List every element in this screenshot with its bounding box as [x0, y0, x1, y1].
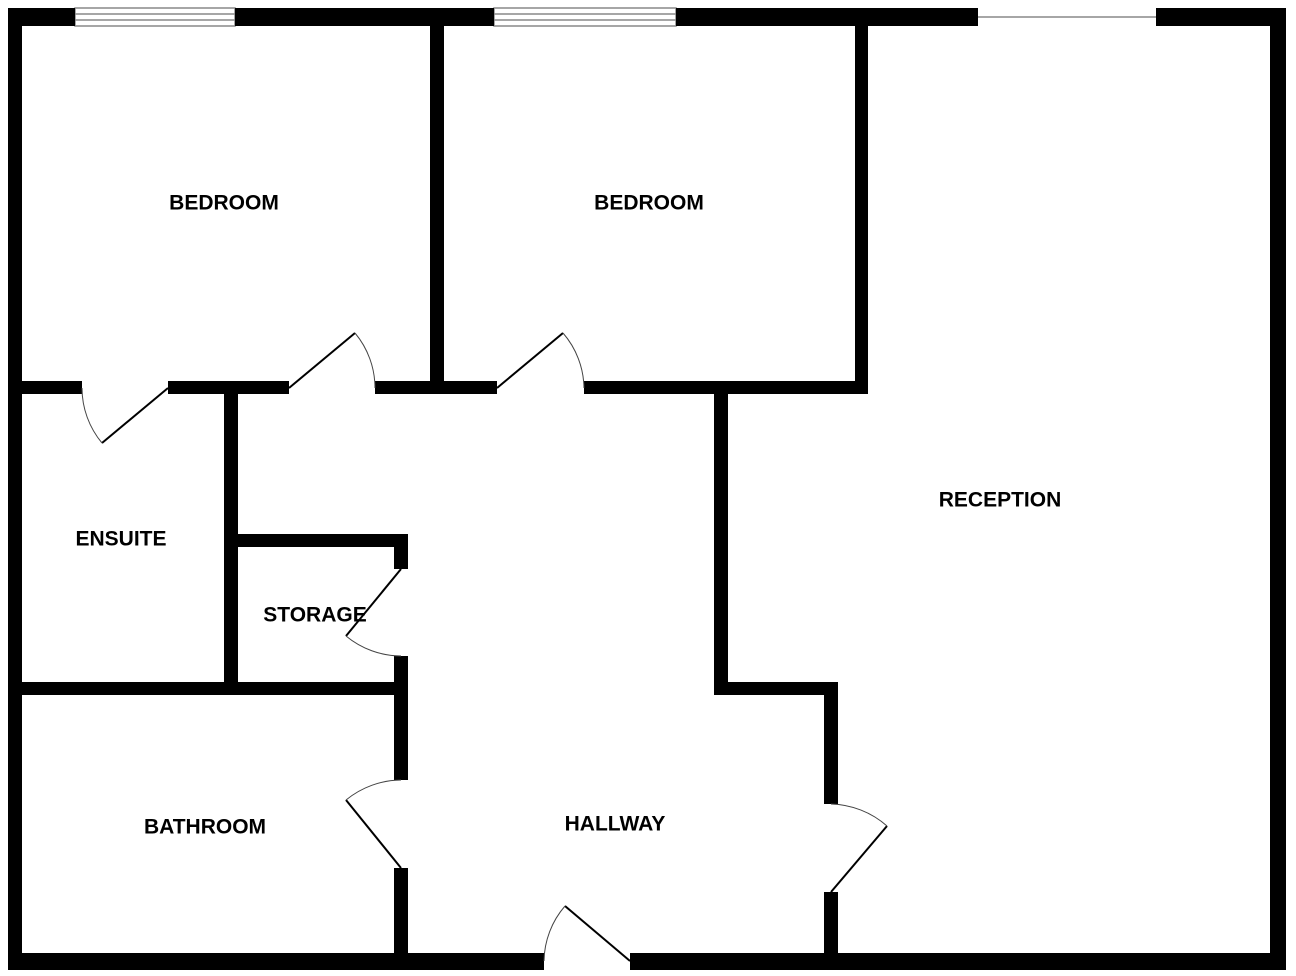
wall-bottom-2: [630, 953, 1286, 970]
wall-top-3: [676, 8, 978, 26]
wall-bedroom-divider: [430, 8, 444, 394]
wall-reception-step: [714, 682, 838, 695]
wall-h-ensuite-left: [8, 381, 82, 394]
wall-storage-top: [224, 534, 408, 547]
label-ensuite: ENSUITE: [75, 528, 166, 551]
wall-top-4: [1156, 8, 1286, 26]
walls: [8, 8, 1286, 970]
wall-reception-lower-top: [824, 682, 838, 804]
wall-h-bed1-right: [375, 381, 497, 394]
wall-bottom-1: [8, 953, 544, 970]
door-bedroom-1: [288, 332, 376, 389]
wall-storage-right-top: [394, 534, 408, 569]
label-bathroom: BATHROOM: [144, 816, 266, 839]
room-labels: BEDROOM BEDROOM RECEPTION ENSUITE STORAG…: [75, 192, 1061, 839]
label-bedroom-1: BEDROOM: [169, 192, 279, 215]
door-reception: [830, 803, 888, 893]
door-entrance: [543, 905, 631, 962]
wall-left: [8, 8, 22, 970]
wall-top-1: [8, 8, 75, 26]
wall-bedroom2-right: [855, 8, 868, 394]
wall-h-bathroom-top: [8, 682, 408, 695]
wall-bathroom-right-bottom: [394, 868, 408, 970]
label-reception: RECEPTION: [939, 489, 1062, 512]
wall-reception-lower-bottom: [824, 892, 838, 970]
label-storage: STORAGE: [263, 604, 366, 627]
door-bathroom: [345, 779, 402, 869]
wall-reception-left: [714, 381, 728, 694]
wall-bathroom-right-top: [394, 682, 408, 780]
door-ensuite: [81, 387, 169, 444]
wall-top-2: [235, 8, 494, 26]
doors: [81, 332, 888, 962]
door-storage: [345, 568, 402, 657]
label-hallway: HALLWAY: [565, 813, 666, 836]
label-bedroom-2: BEDROOM: [594, 192, 704, 215]
wall-right: [1270, 8, 1286, 970]
door-bedroom-2: [496, 332, 585, 389]
